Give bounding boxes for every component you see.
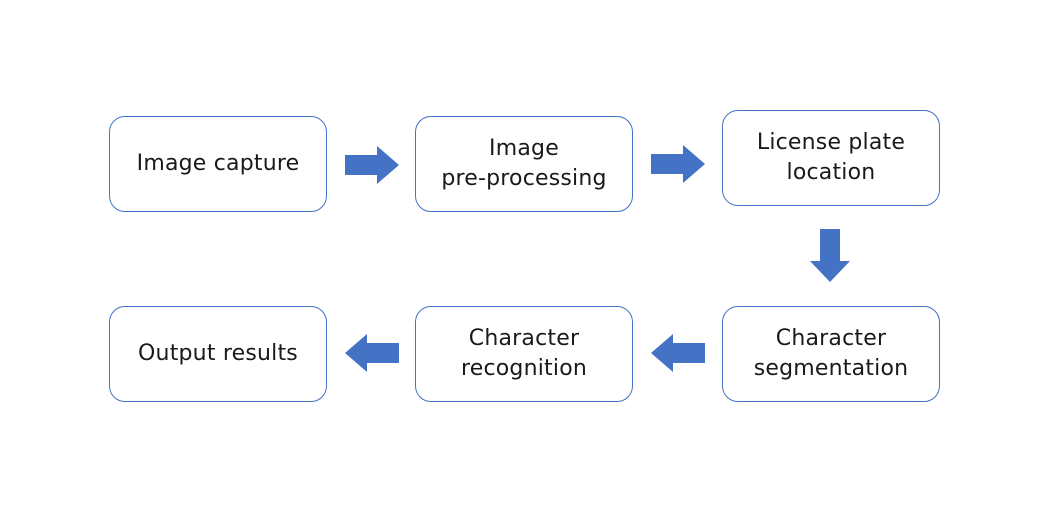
arrow-right-2 xyxy=(651,145,705,183)
step-image-pre-processing: Image pre-processing xyxy=(415,116,633,212)
step-license-plate-location: License plate location xyxy=(722,110,940,206)
arrow-left-1 xyxy=(651,334,705,372)
arrow-right-icon xyxy=(345,146,399,184)
step-character-segmentation: Character segmentation xyxy=(722,306,940,402)
step-label: Output results xyxy=(138,341,298,366)
step-output-results: Output results xyxy=(109,306,327,402)
step-image-capture: Image capture xyxy=(109,116,327,212)
arrow-left-icon xyxy=(345,334,399,372)
arrow-down-icon xyxy=(810,229,850,282)
arrow-down xyxy=(810,229,850,282)
step-label: Image pre-processing xyxy=(441,136,607,191)
step-label: Image capture xyxy=(136,151,300,176)
arrow-left-icon xyxy=(651,334,705,372)
step-label: Character segmentation xyxy=(753,326,909,381)
arrow-right-1 xyxy=(345,146,399,184)
step-character-recognition: Character recognition xyxy=(415,306,633,402)
step-label: License plate location xyxy=(756,130,906,185)
arrow-right-icon xyxy=(651,145,705,183)
step-label: Character recognition xyxy=(460,326,587,381)
arrow-left-2 xyxy=(345,334,399,372)
